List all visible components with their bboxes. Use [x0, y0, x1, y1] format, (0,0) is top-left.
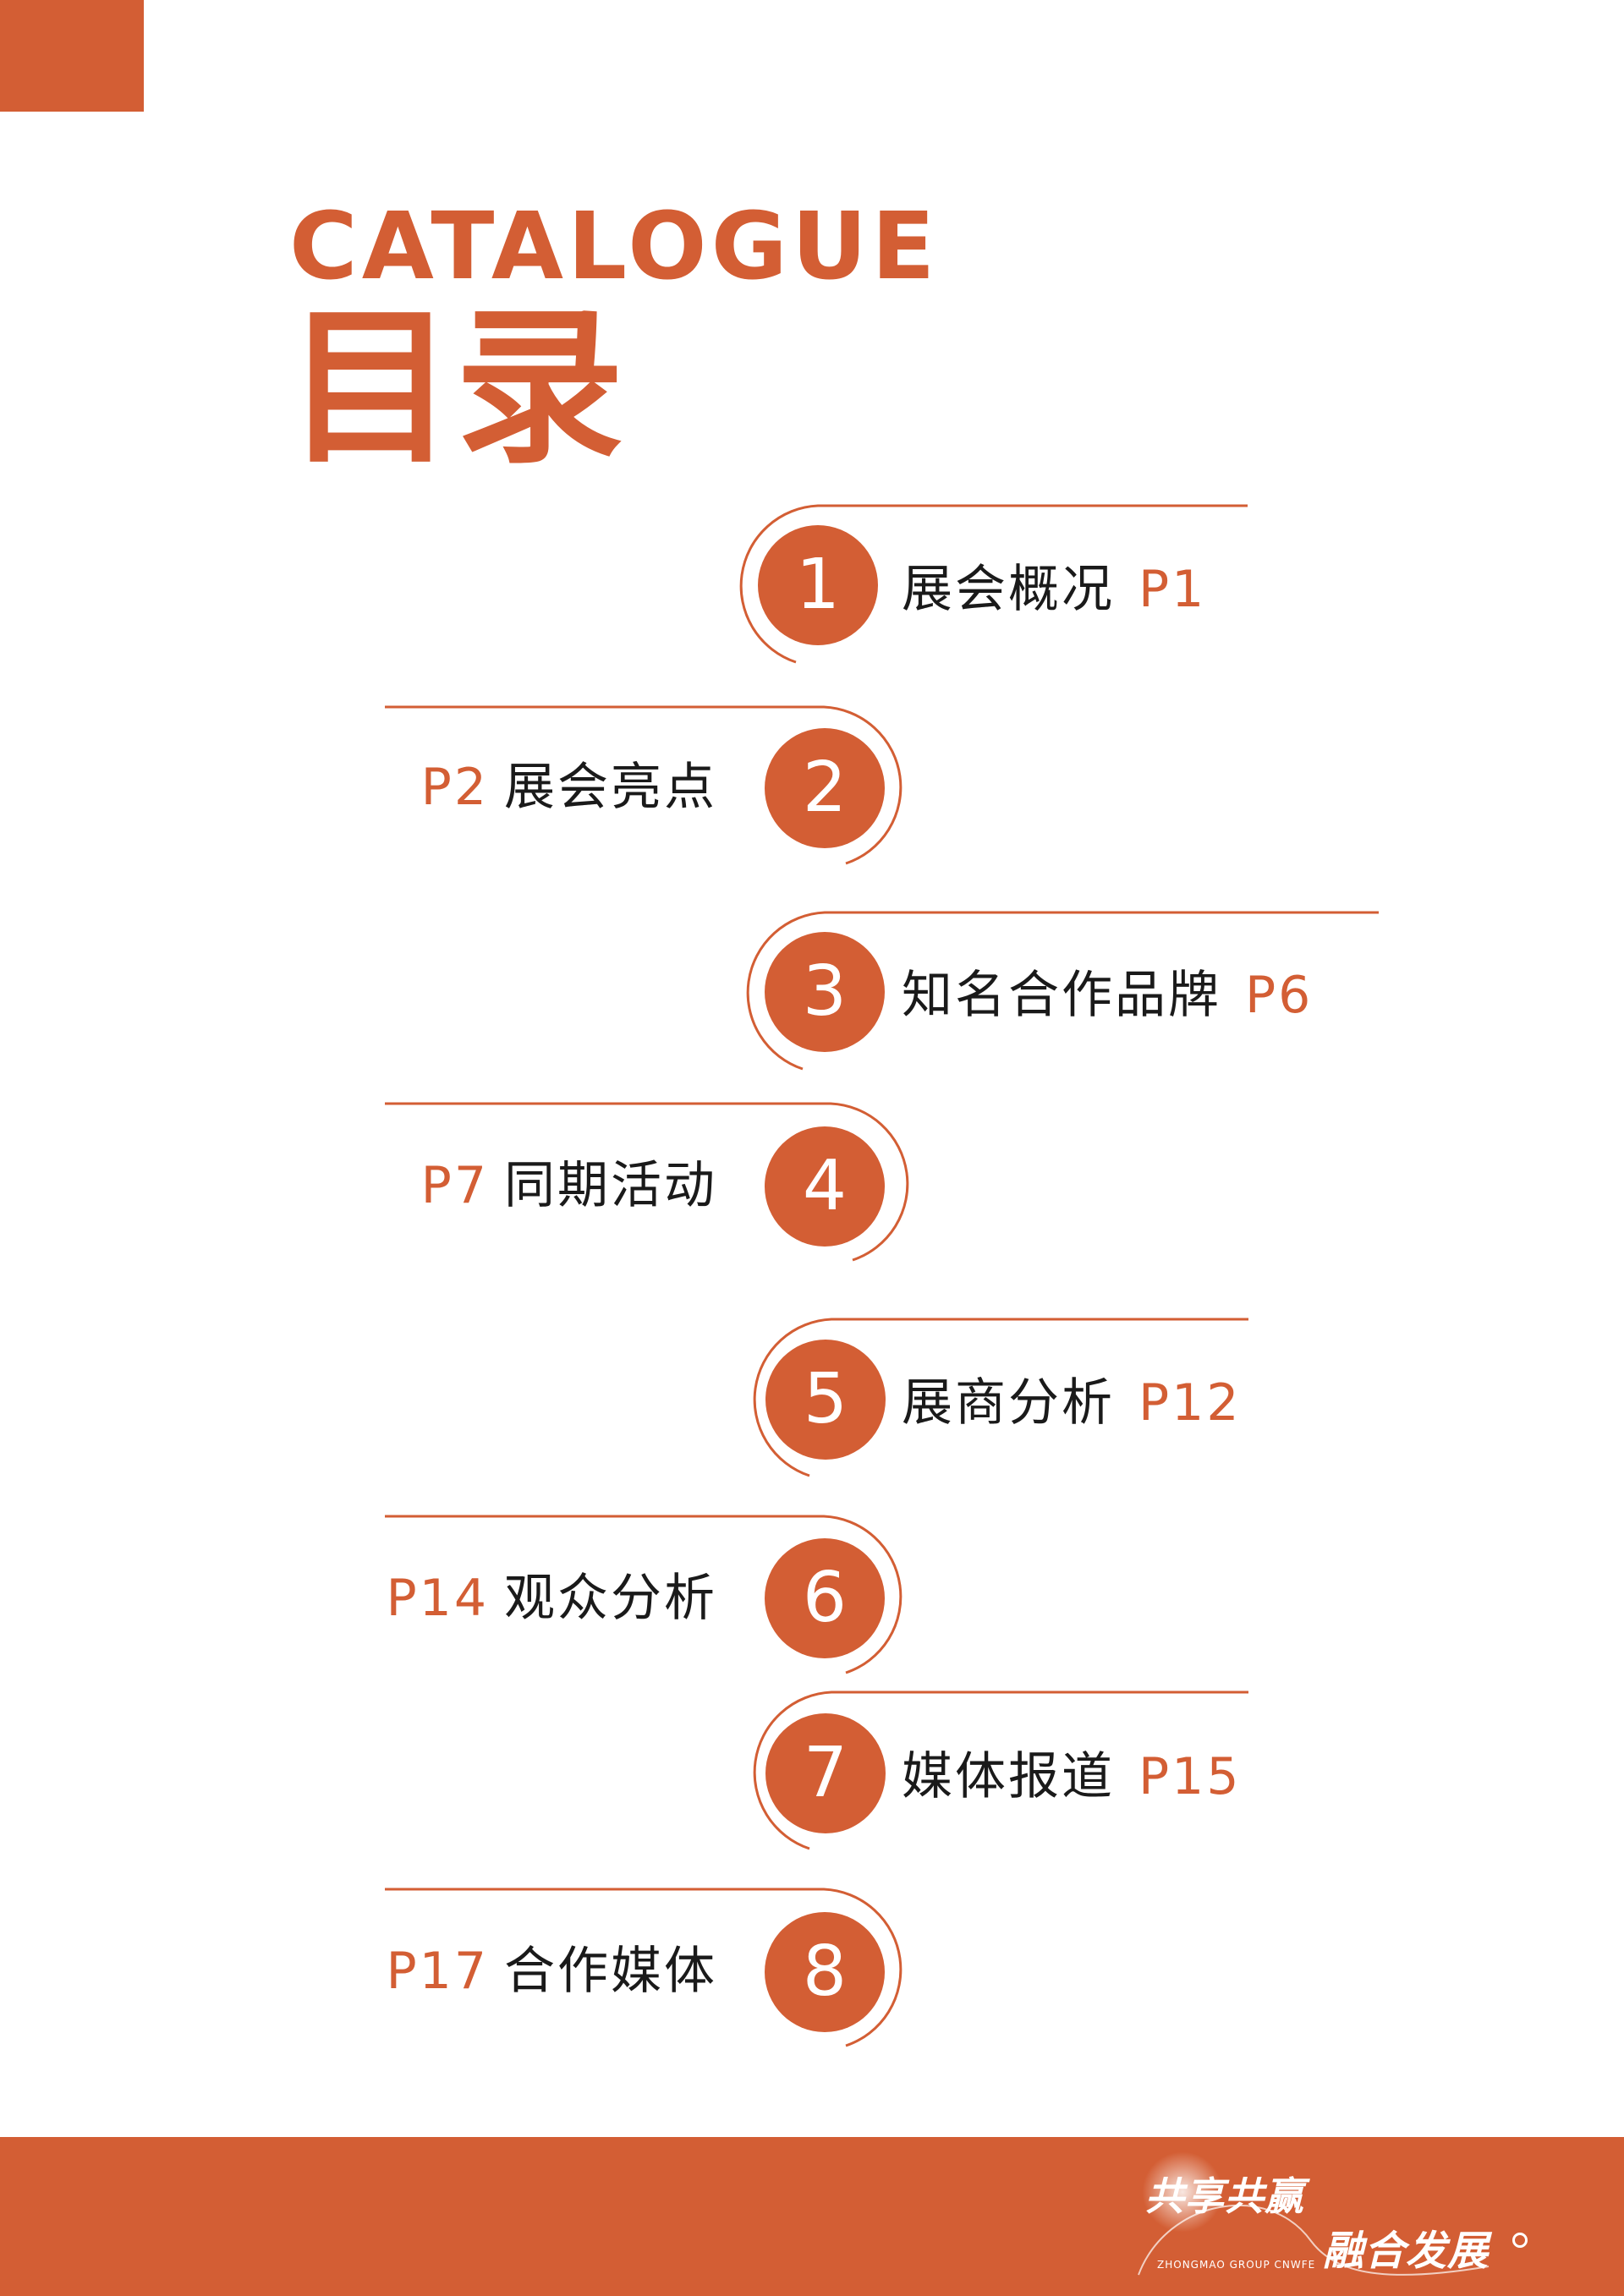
catalogue-item-title: 展会亮点	[504, 758, 717, 817]
catalogue-item-8[interactable]: P17 合作媒体	[386, 1942, 717, 2001]
catalogue-item-7[interactable]: 媒体报道 P15	[902, 1747, 1242, 1806]
catalogue-item-page: P17	[386, 1942, 489, 2001]
catalogue-item-6[interactable]: P14 观众分析	[386, 1569, 717, 1628]
catalogue-item-page: P12	[1138, 1373, 1242, 1433]
catalogue-item-page: P6	[1245, 966, 1314, 1025]
catalogue-item-title: 展商分析	[902, 1373, 1115, 1433]
catalogue-item-1[interactable]: 展会概况 P1	[902, 560, 1206, 619]
catalogue-item-title: 媒体报道	[902, 1747, 1115, 1806]
catalogue-item-page: P7	[420, 1156, 489, 1215]
catalogue-item-page: P2	[420, 758, 489, 817]
logo-swoosh-icon	[1138, 2204, 1490, 2276]
catalogue-item-title: 展会概况	[902, 560, 1115, 619]
catalogue-number-6: 6	[765, 1538, 885, 1658]
page-title-en: CATALOGUE	[289, 192, 940, 300]
catalogue-item-title: 合作媒体	[504, 1942, 717, 2001]
page-title-cn: 目录	[286, 290, 625, 487]
catalogue-number-2: 2	[765, 728, 885, 848]
logo-slogan-line1: 共享共赢	[1145, 2173, 1304, 2219]
catalogue-number-7: 7	[765, 1713, 886, 1833]
catalogue-item-2[interactable]: P2 展会亮点	[421, 758, 717, 817]
catalogue-item-title: 同期活动	[504, 1156, 717, 1215]
catalogue-item-5[interactable]: 展商分析 P12	[902, 1373, 1242, 1433]
catalogue-number-1: 1	[758, 525, 878, 645]
corner-block	[0, 0, 144, 112]
catalogue-item-title: 知名合作品牌	[902, 966, 1221, 1025]
catalogue-item-page: P1	[1138, 560, 1207, 619]
logo-glow-decoration	[1142, 2151, 1223, 2233]
catalogue-item-page: P14	[386, 1569, 489, 1628]
catalogue-item-page: P15	[1138, 1747, 1242, 1806]
brand-logo: 共享共赢 融合发展 ZHONGMAO GROUP CNWFE	[1133, 2148, 1539, 2292]
catalogue-number-5: 5	[765, 1340, 886, 1460]
catalogue-number-8: 8	[765, 1912, 885, 2032]
logo-ring-icon	[1512, 2233, 1528, 2248]
catalogue-number-3: 3	[765, 932, 885, 1052]
logo-slogan-line2: 融合发展	[1323, 2228, 1490, 2275]
logo-subtitle: ZHONGMAO GROUP CNWFE	[1157, 2259, 1316, 2271]
catalogue-item-title: 观众分析	[504, 1569, 717, 1628]
catalogue-number-4: 4	[765, 1126, 885, 1247]
catalogue-item-4[interactable]: P7 同期活动	[421, 1156, 717, 1215]
catalogue-item-3[interactable]: 知名合作品牌 P6	[902, 966, 1313, 1025]
